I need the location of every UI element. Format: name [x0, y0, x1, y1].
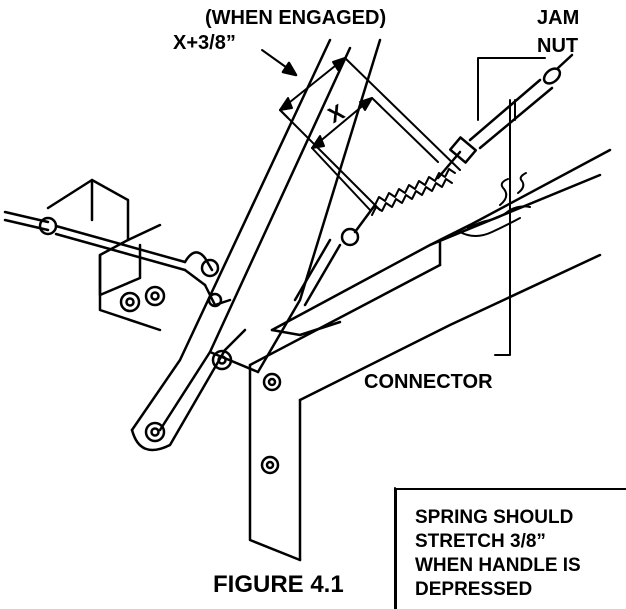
cable-rod	[3, 210, 232, 308]
figure-title: FIGURE 4.1	[213, 571, 344, 598]
note-line: DEPRESSED	[415, 579, 533, 600]
handle-arm	[130, 38, 382, 475]
dimension-lines	[279, 57, 461, 211]
note-line: SPRING SHOULD	[415, 507, 574, 528]
engaged-label: (WHEN ENGAGED)	[205, 7, 387, 29]
engaged-leader	[261, 49, 298, 77]
note-line: STRETCH 3/8”	[415, 531, 546, 552]
connector-label: CONNECTOR	[364, 371, 493, 393]
note-box: SPRING SHOULD STRETCH 3/8” WHEN HANDLE I…	[395, 488, 626, 609]
jam-nut-assembly	[436, 53, 574, 180]
slot-hooks	[499, 172, 527, 206]
nut-label: NUT	[537, 35, 579, 57]
jam-nut-leader	[477, 57, 546, 121]
connector-leader	[494, 99, 516, 356]
jam-label: JAM	[537, 7, 580, 29]
spring-link	[293, 203, 377, 307]
frame-channel	[248, 148, 612, 562]
spring	[371, 168, 456, 216]
left-bracket	[46, 178, 166, 332]
note-line: WHEN HANDLE IS	[415, 555, 581, 576]
engaged-dimension-label: X+3/8”	[173, 32, 236, 54]
